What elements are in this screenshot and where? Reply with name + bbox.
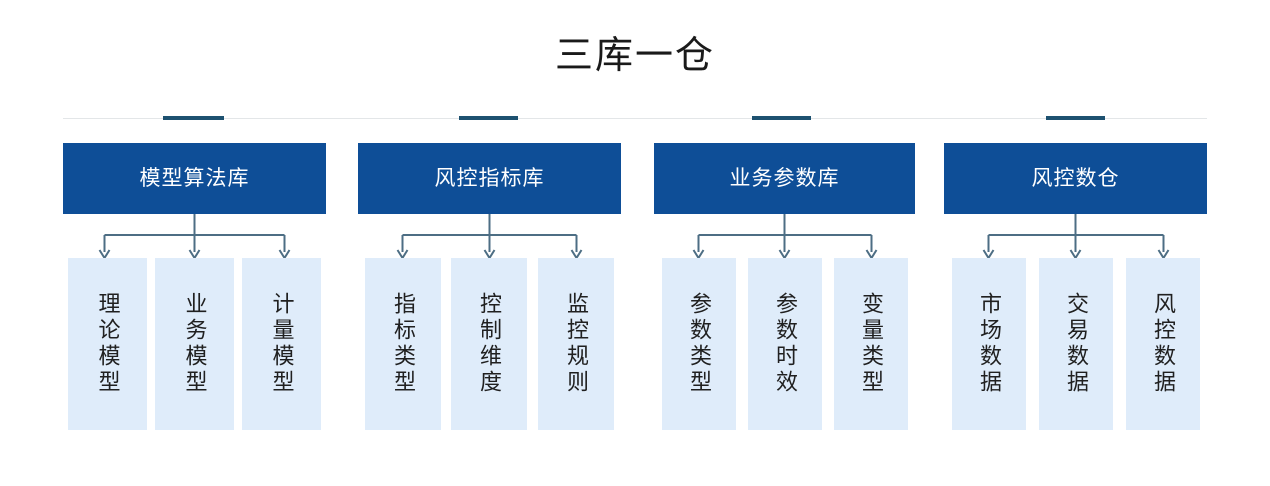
leaf-label: 交易数据 — [1064, 292, 1089, 396]
leaf-box[interactable]: 参数时效 — [748, 258, 822, 430]
leaf-box[interactable]: 理论模型 — [68, 258, 147, 430]
leaf-box[interactable]: 变量类型 — [834, 258, 908, 430]
group-header-label: 风控指标库 — [434, 166, 545, 190]
group-header-label: 模型算法库 — [139, 166, 250, 190]
leaf-box[interactable]: 控制维度 — [451, 258, 527, 430]
group-header-label: 风控数仓 — [1031, 166, 1120, 190]
leaf-label: 控制维度 — [477, 292, 502, 396]
connector-lines-group-4 — [982, 214, 1170, 260]
accent-tick-1 — [163, 116, 224, 120]
leaf-label: 监控规则 — [564, 292, 589, 396]
group-header-label: 业务参数库 — [729, 166, 840, 190]
leaf-box[interactable]: 市场数据 — [952, 258, 1026, 430]
leaf-box[interactable]: 参数类型 — [662, 258, 736, 430]
leaf-box[interactable]: 风控数据 — [1126, 258, 1200, 430]
leaf-box[interactable]: 业务模型 — [155, 258, 234, 430]
leaf-row-group-3: 参数类型 参数时效 变量类型 — [654, 258, 915, 430]
connector-lines-group-3 — [692, 214, 878, 260]
leaf-box[interactable]: 监控规则 — [538, 258, 614, 430]
leaf-label: 理论模型 — [95, 292, 121, 396]
leaf-row-group-4: 市场数据 交易数据 风控数据 — [944, 258, 1207, 430]
leaf-box[interactable]: 指标类型 — [365, 258, 441, 430]
leaf-label: 计量模型 — [269, 292, 295, 396]
accent-tick-2 — [459, 116, 518, 120]
connector-lines-group-2 — [396, 214, 583, 260]
group-header-model-algorithm-library[interactable]: 模型算法库 — [63, 143, 326, 214]
leaf-label: 参数类型 — [687, 292, 712, 396]
leaf-row-group-1: 理论模型 业务模型 计量模型 — [63, 258, 326, 430]
leaf-box[interactable]: 交易数据 — [1039, 258, 1113, 430]
leaf-label: 风控数据 — [1151, 292, 1176, 396]
leaf-label: 业务模型 — [182, 292, 208, 396]
header-divider-rule — [63, 118, 1207, 119]
accent-tick-4 — [1046, 116, 1105, 120]
leaf-label: 参数时效 — [773, 292, 798, 396]
group-header-risk-data-warehouse[interactable]: 风控数仓 — [944, 143, 1207, 214]
leaf-label: 变量类型 — [859, 292, 884, 396]
leaf-label: 指标类型 — [391, 292, 416, 396]
leaf-row-group-2: 指标类型 控制维度 监控规则 — [358, 258, 621, 430]
accent-tick-3 — [752, 116, 811, 120]
group-header-business-parameter-library[interactable]: 业务参数库 — [654, 143, 915, 214]
group-header-risk-indicator-library[interactable]: 风控指标库 — [358, 143, 621, 214]
leaf-box[interactable]: 计量模型 — [242, 258, 321, 430]
connector-lines-group-1 — [98, 214, 291, 260]
leaf-label: 市场数据 — [977, 292, 1002, 396]
page-title: 三库一仓 — [554, 35, 715, 77]
